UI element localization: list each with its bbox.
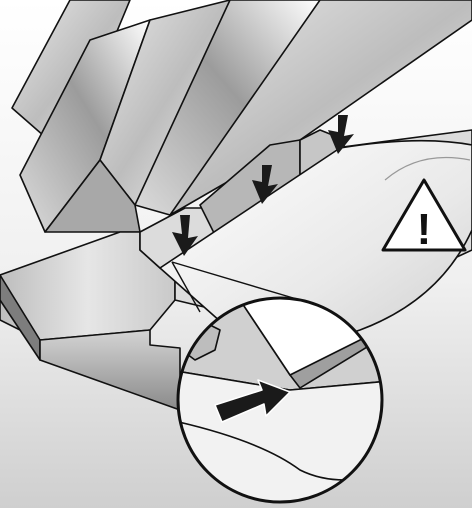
- down-arrow-icon: [172, 215, 198, 256]
- right-arrow-icon: [214, 379, 291, 423]
- warning-symbol: !: [417, 205, 432, 254]
- paper-curl: [384, 157, 471, 181]
- detail-leader-line: [171, 261, 201, 313]
- detail-leader-line: [171, 261, 301, 301]
- down-arrow-icon: [328, 115, 354, 154]
- warning-triangle-icon: !: [381, 178, 467, 254]
- down-arrow-icon: [252, 165, 278, 204]
